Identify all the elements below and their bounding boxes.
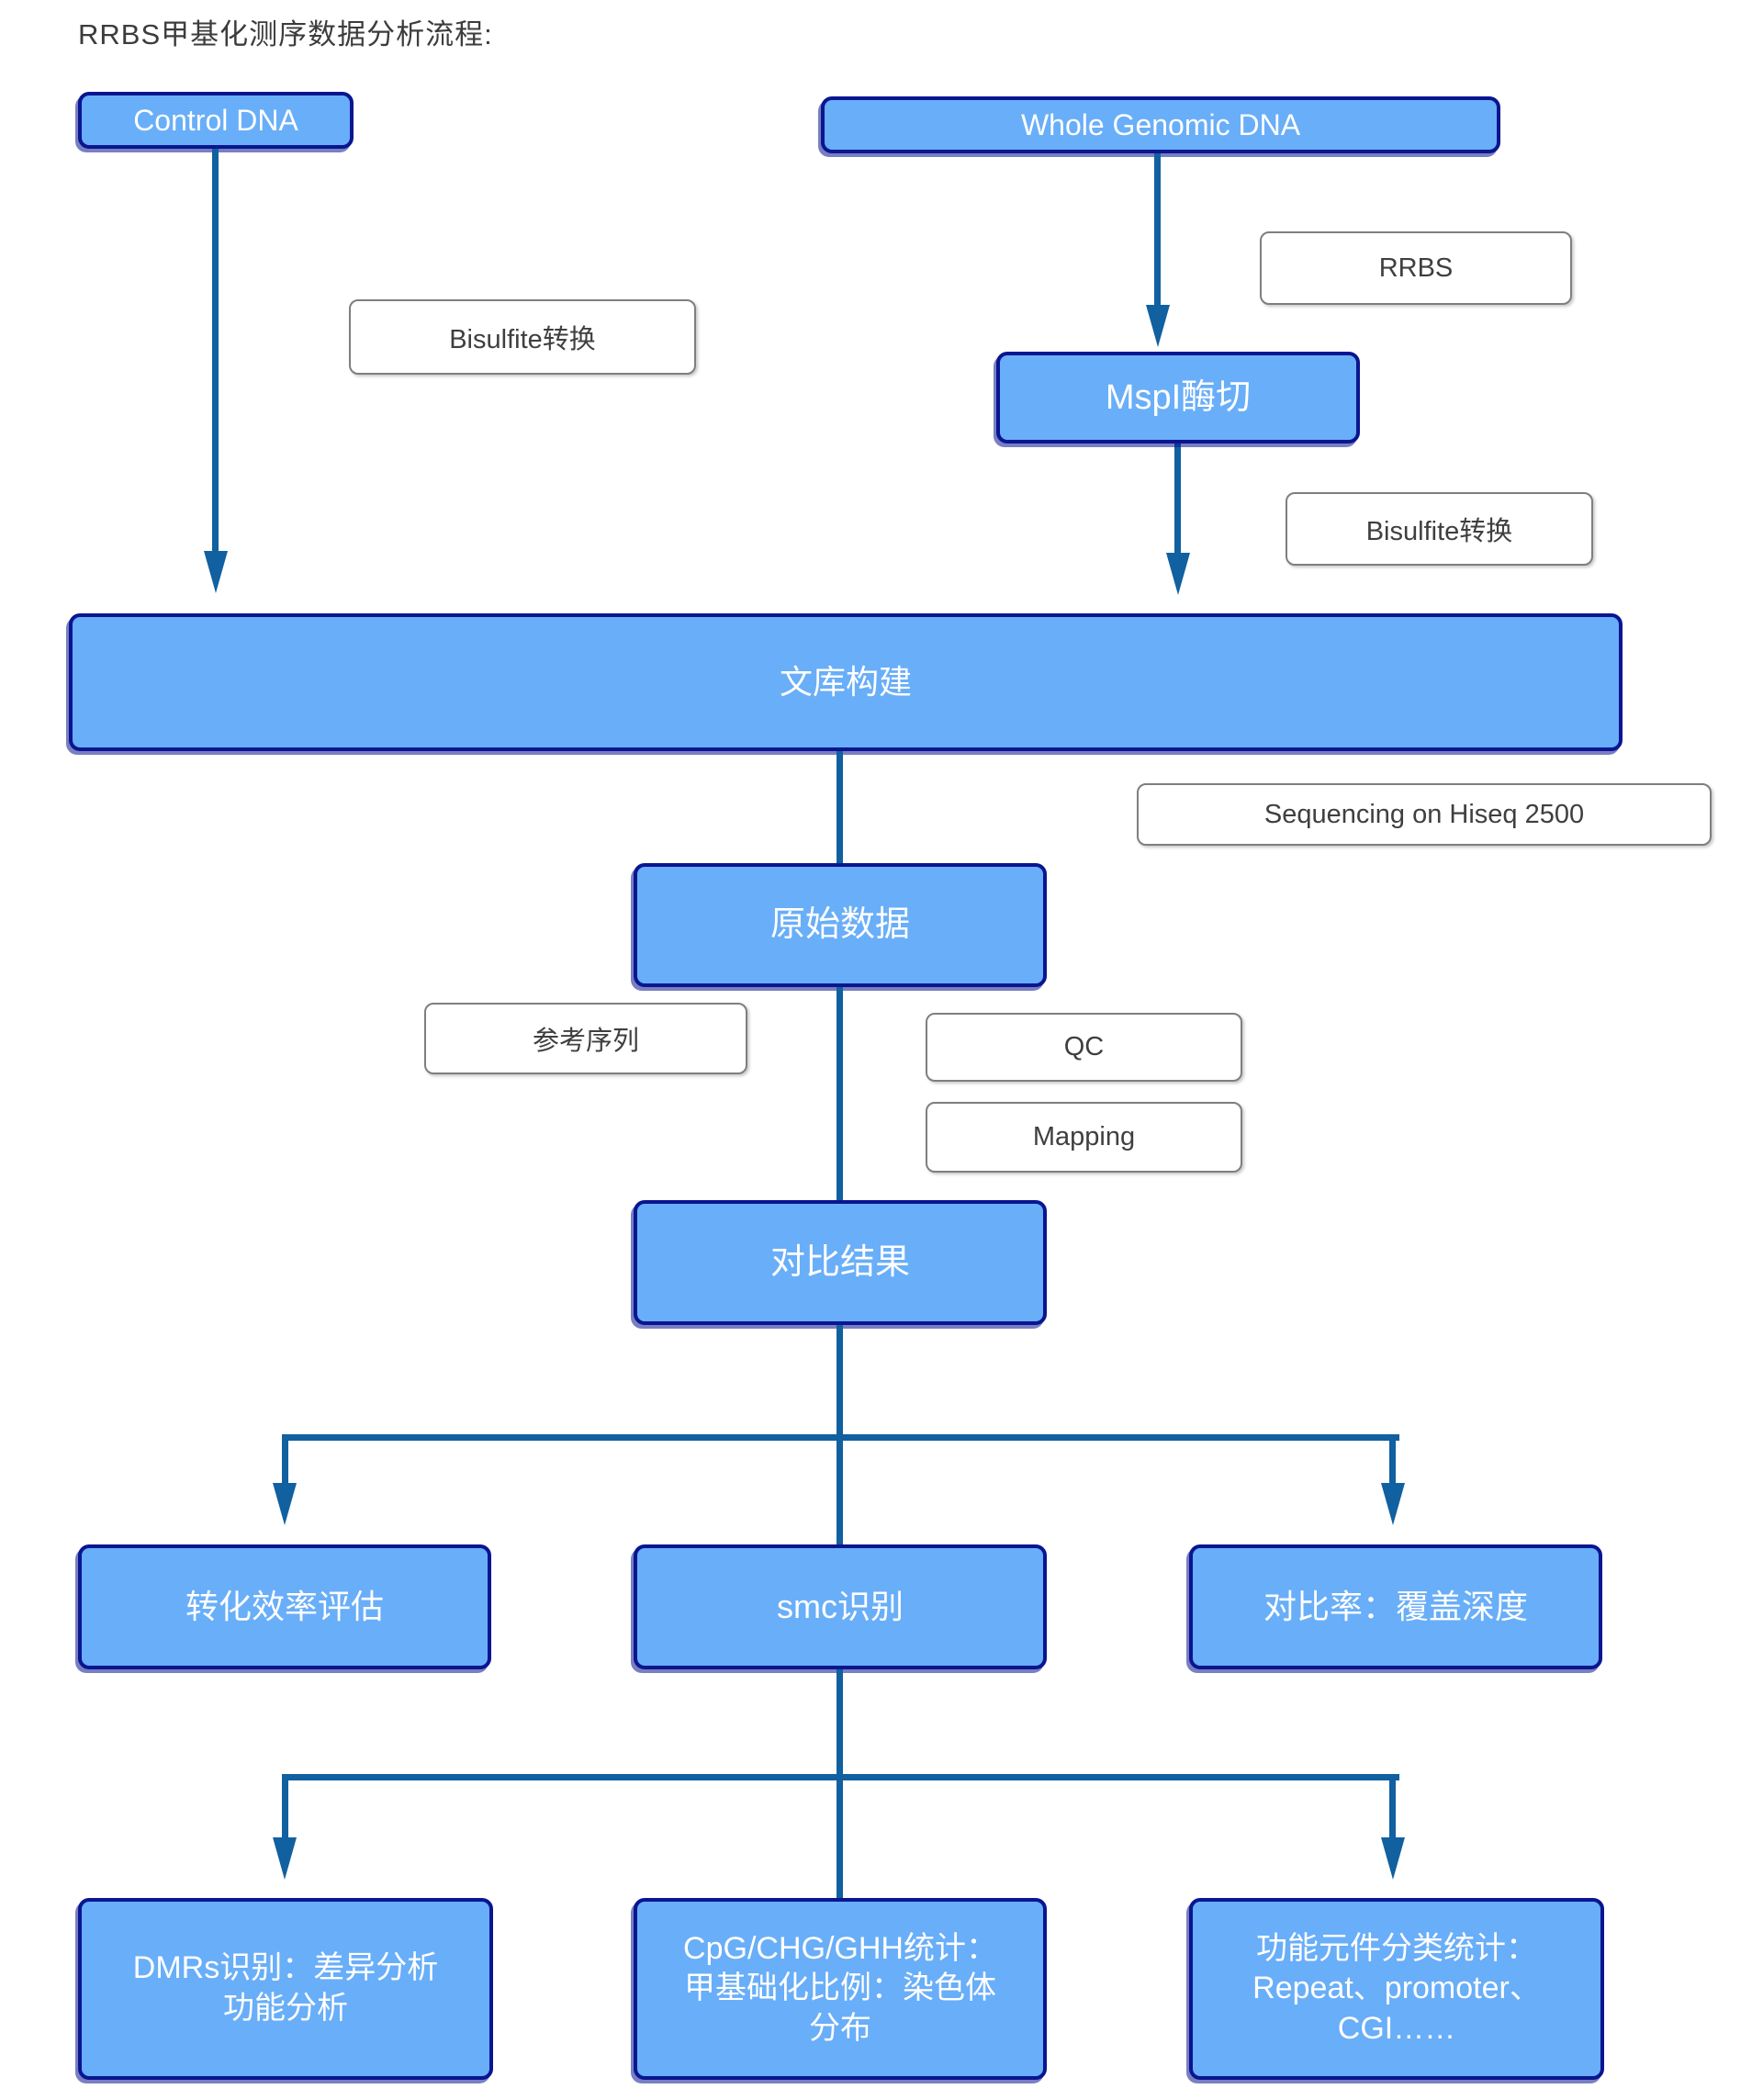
label-sequencing-hiseq-text: Sequencing on Hiseq 2500 [1263,799,1585,829]
node-func-line2: Repeat、promoter、 [1252,1971,1541,2006]
node-alignment-result: 对比结果 [634,1200,1047,1325]
node-conversion-efficiency: 转化效率评估 [78,1544,491,1669]
node-cpg-line1: CpG/CHG/GHH统计： [683,1930,997,1966]
node-func-line3: CGI…… [1337,2010,1456,2046]
label-rrbs-text: RRBS [1378,253,1454,283]
node-alignment-rate-coverage: 对比率：覆盖深度 [1189,1544,1602,1669]
flow-line-mspi-to-library [1174,444,1181,553]
node-alignment-result-label: 对比结果 [769,1242,910,1282]
node-alignment-rate-coverage-label: 对比率：覆盖深度 [1263,1587,1528,1625]
node-cpg-line2: 甲基础化比例：染色体 [684,1971,996,2006]
flow-line-control-to-library [212,149,219,551]
node-mspi-digestion: MspI酶切 [996,352,1360,444]
arrow-down-wgd-to-mspi-icon [1146,305,1170,347]
node-dmrs-line1: DMRs识别：差异分析 [132,1950,439,1986]
node-cpg-chg-ghh-stats: CpG/CHG/GHH统计： 甲基础化比例：染色体 分布 [634,1898,1047,2080]
flow-line-smc-to-branch2 [837,1669,843,1780]
label-bisulfite-conversion-right-text: Bisulfite转换 [1365,517,1513,546]
flow-line-branch2-to-functional [1389,1774,1396,1837]
arrow-down-mspi-to-library-icon [1166,553,1190,595]
arrow-down-control-to-library-icon [204,551,228,593]
flow-line-branch1-to-rate [1389,1434,1396,1483]
node-mspi-digestion-label: MspI酶切 [1105,377,1252,417]
node-library-construction-label: 文库构建 [779,662,912,701]
arrow-down-branch2-right-icon [1381,1837,1405,1880]
node-smc-identification-label: smc识别 [777,1587,904,1625]
page-title: RRBS甲基化测序数据分析流程: [78,18,493,51]
flow-line-raw-to-alignment [837,987,843,1200]
arrow-down-branch2-left-icon [273,1837,297,1880]
node-cpg-line3: 分布 [809,2010,871,2046]
flow-line-branch2-to-cpg [837,1774,843,1898]
label-mapping-text: Mapping [1032,1122,1136,1151]
node-dmrs-line2: 功能分析 [223,1991,348,2026]
label-sequencing-hiseq: Sequencing on Hiseq 2500 [1137,783,1712,846]
flow-line-branch1-to-smc [837,1434,843,1544]
node-dmrs-identification: DMRs识别：差异分析 功能分析 [78,1898,493,2080]
flow-line-branch2-to-dmrs [282,1774,288,1837]
node-smc-identification: smc识别 [634,1544,1047,1669]
node-library-construction: 文库构建 [69,613,1623,751]
node-whole-genomic-dna-label: Whole Genomic DNA [1020,107,1301,141]
node-raw-data-label: 原始数据 [769,905,910,945]
flow-line-alignment-to-branch1 [837,1325,843,1441]
node-control-dna: Control DNA [78,92,354,149]
label-qc: QC [926,1013,1242,1082]
label-mapping: Mapping [926,1102,1242,1173]
label-reference-sequence: 参考序列 [424,1003,747,1074]
label-bisulfite-conversion-left-text: Bisulfite转换 [449,325,596,354]
node-whole-genomic-dna: Whole Genomic DNA [821,96,1500,153]
arrow-down-branch1-left-icon [273,1483,297,1525]
node-func-line1: 功能元件分类统计： [1256,1930,1537,1966]
label-rrbs: RRBS [1260,231,1572,305]
flow-line-wgd-to-mspi [1154,153,1161,305]
label-bisulfite-conversion-left: Bisulfite转换 [349,299,696,375]
node-control-dna-label: Control DNA [133,103,298,137]
label-bisulfite-conversion-right: Bisulfite转换 [1286,492,1593,566]
node-conversion-efficiency-label: 转化效率评估 [185,1587,384,1625]
label-reference-sequence-text: 参考序列 [532,1027,639,1056]
node-raw-data: 原始数据 [634,863,1047,987]
arrow-down-branch1-right-icon [1381,1483,1405,1525]
label-qc-text: QC [1063,1032,1105,1061]
flow-line-branch1-to-conversion [282,1434,288,1483]
node-functional-elements: 功能元件分类统计： Repeat、promoter、 CGI…… [1189,1898,1604,2080]
flow-line-library-to-raw [837,751,843,863]
